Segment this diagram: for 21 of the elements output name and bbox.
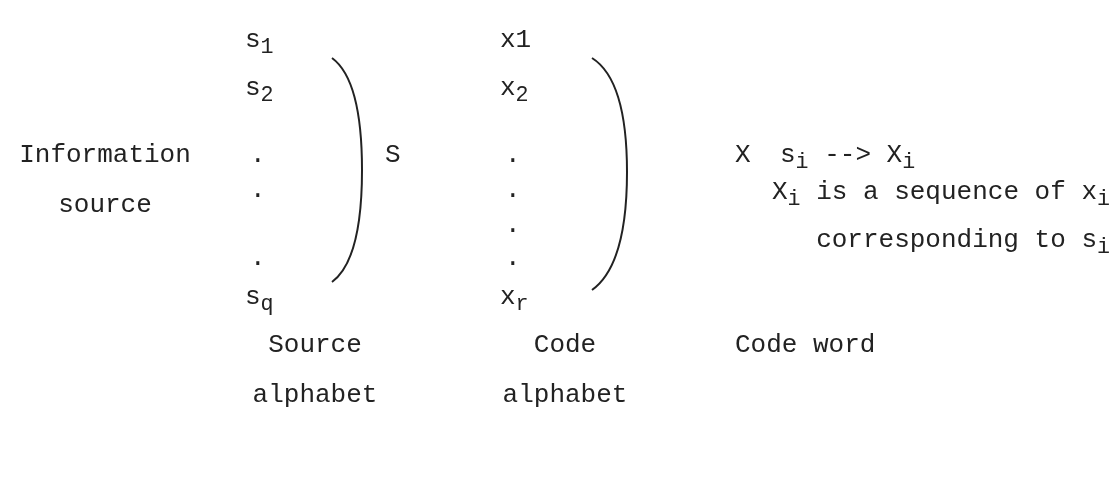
symbol-label: X	[735, 139, 751, 172]
mapping-text: s$_{i}$ --> X$_{i}$	[780, 139, 916, 178]
symbol-label: x1	[500, 24, 532, 57]
symbol-label: S	[385, 139, 401, 172]
caption-text: Code alphabet	[501, 329, 629, 412]
symbol-label: s$_{q}$	[245, 281, 274, 320]
ellipsis-dot: .	[250, 139, 266, 172]
ellipsis-dot: .	[505, 174, 521, 207]
ellipsis-dot: .	[505, 209, 521, 242]
source-label: Information source	[18, 139, 192, 222]
ellipsis-dot: .	[505, 242, 521, 275]
ellipsis-dot: .	[250, 174, 266, 207]
symbol-label: x$_{2}$	[500, 72, 529, 111]
symbol-label: s$_{1}$	[245, 24, 274, 63]
caption-text: Source alphabet	[251, 329, 379, 412]
ellipsis-dot: .	[250, 242, 266, 275]
symbol-label: x$_{r}$	[500, 281, 529, 320]
symbol-label: s$_{2}$	[245, 72, 274, 111]
ellipsis-dot: .	[505, 139, 521, 172]
caption-text: Code word	[735, 329, 876, 362]
note-text: X$_{i}$ is a sequence of x$_{i}$ corresponding to s$_{i}$	[770, 176, 1110, 263]
